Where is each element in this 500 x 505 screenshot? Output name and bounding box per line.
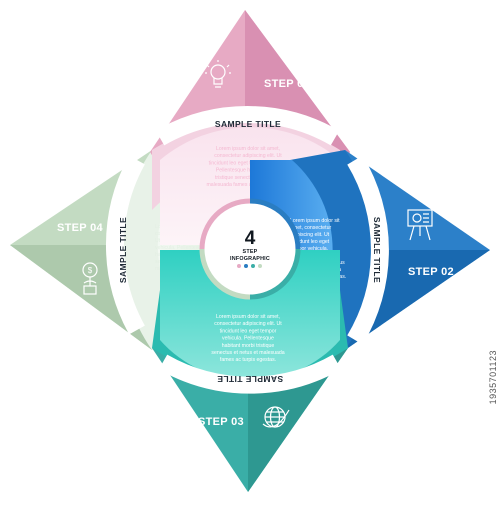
step-3-description-line: Lorem ipsum dolor sit amet, — [216, 314, 280, 320]
center-number: 4 — [245, 228, 256, 249]
step-02-label: STEP 02 — [408, 266, 454, 278]
center-dots — [237, 264, 262, 268]
presentation-board-icon — [407, 209, 433, 241]
step-02-title-band — [347, 155, 389, 345]
money-plant-icon: $ — [82, 262, 98, 295]
step-01-description: Lorem ipsum dolor sit amet,consectetur a… — [206, 146, 289, 188]
step-03-petal: STEP 03 SAMPLE TITLE Lorem ipsum dolor s… — [152, 250, 348, 492]
step-1-description-line: tristique senectus et netus et — [215, 175, 282, 181]
center-line-2: INFOGRAPHIC — [230, 256, 270, 262]
center-line-1: STEP — [243, 249, 258, 255]
step-01-title-band — [155, 106, 340, 146]
step-3-description-line: habitant morbi tristique — [222, 343, 275, 349]
step-2-description-line: tempor vehicula. — [290, 246, 328, 252]
step-1-description-line: tincidunt leo eget tempor vehicula. — [209, 160, 288, 166]
step-2-description-line: adipiscing elit. Ut — [290, 232, 330, 238]
step-3-description-line: vehicula. Pellentesque — [222, 336, 274, 342]
step-2-description-line: amet, consectetur — [290, 225, 332, 231]
lightbulb-icon — [205, 60, 231, 88]
step-1-description-line: Pellentesque habitant morbi — [216, 168, 280, 174]
step-03-label: STEP 03 — [198, 416, 244, 428]
step-1-description-line: Lorem ipsum dolor sit amet, — [216, 146, 280, 152]
step-03-description: Lorem ipsum dolor sit amet,consectetur a… — [211, 314, 284, 363]
step-04-title-band — [106, 155, 145, 335]
globe-icon — [262, 406, 290, 428]
stock-id-watermark: 1935701123 — [488, 349, 498, 404]
step-1-description-line: consectetur adipiscing elit. Ut — [214, 153, 282, 159]
step-04-label: STEP 04 — [57, 222, 104, 234]
step-3-description-line: fames ac turpis egestas. — [220, 357, 276, 363]
step-3-description-line: senectus et netus et malesuada — [211, 350, 284, 356]
step-4-description-line: vehicula. Pellentesque — [155, 245, 207, 251]
step-03-title: SAMPLE TITLE — [217, 374, 283, 384]
step-04-title: SAMPLE TITLE — [118, 217, 128, 283]
svg-text:$: $ — [88, 266, 93, 275]
step-3-description-line: tincidunt leo eget tempor — [220, 328, 277, 334]
step-01-label: STEP 01 — [264, 78, 310, 90]
step-02-title: SAMPLE TITLE — [372, 217, 382, 283]
step-3-description-line: consectetur adipiscing elit. Ut — [214, 321, 282, 327]
step-01-title: SAMPLE TITLE — [215, 119, 281, 129]
center-hub: 4 STEP INFOGRAPHIC — [199, 198, 301, 300]
step-1-description-line: malesuada fames ac turpis egestas. — [206, 182, 289, 188]
step-03-title-band — [158, 354, 342, 394]
step-2-description-line: Lorem ipsum dolor sit — [290, 218, 340, 224]
step-2-description-line: tincidunt leo eget — [290, 239, 330, 245]
step-03-text-panel — [160, 250, 340, 381]
